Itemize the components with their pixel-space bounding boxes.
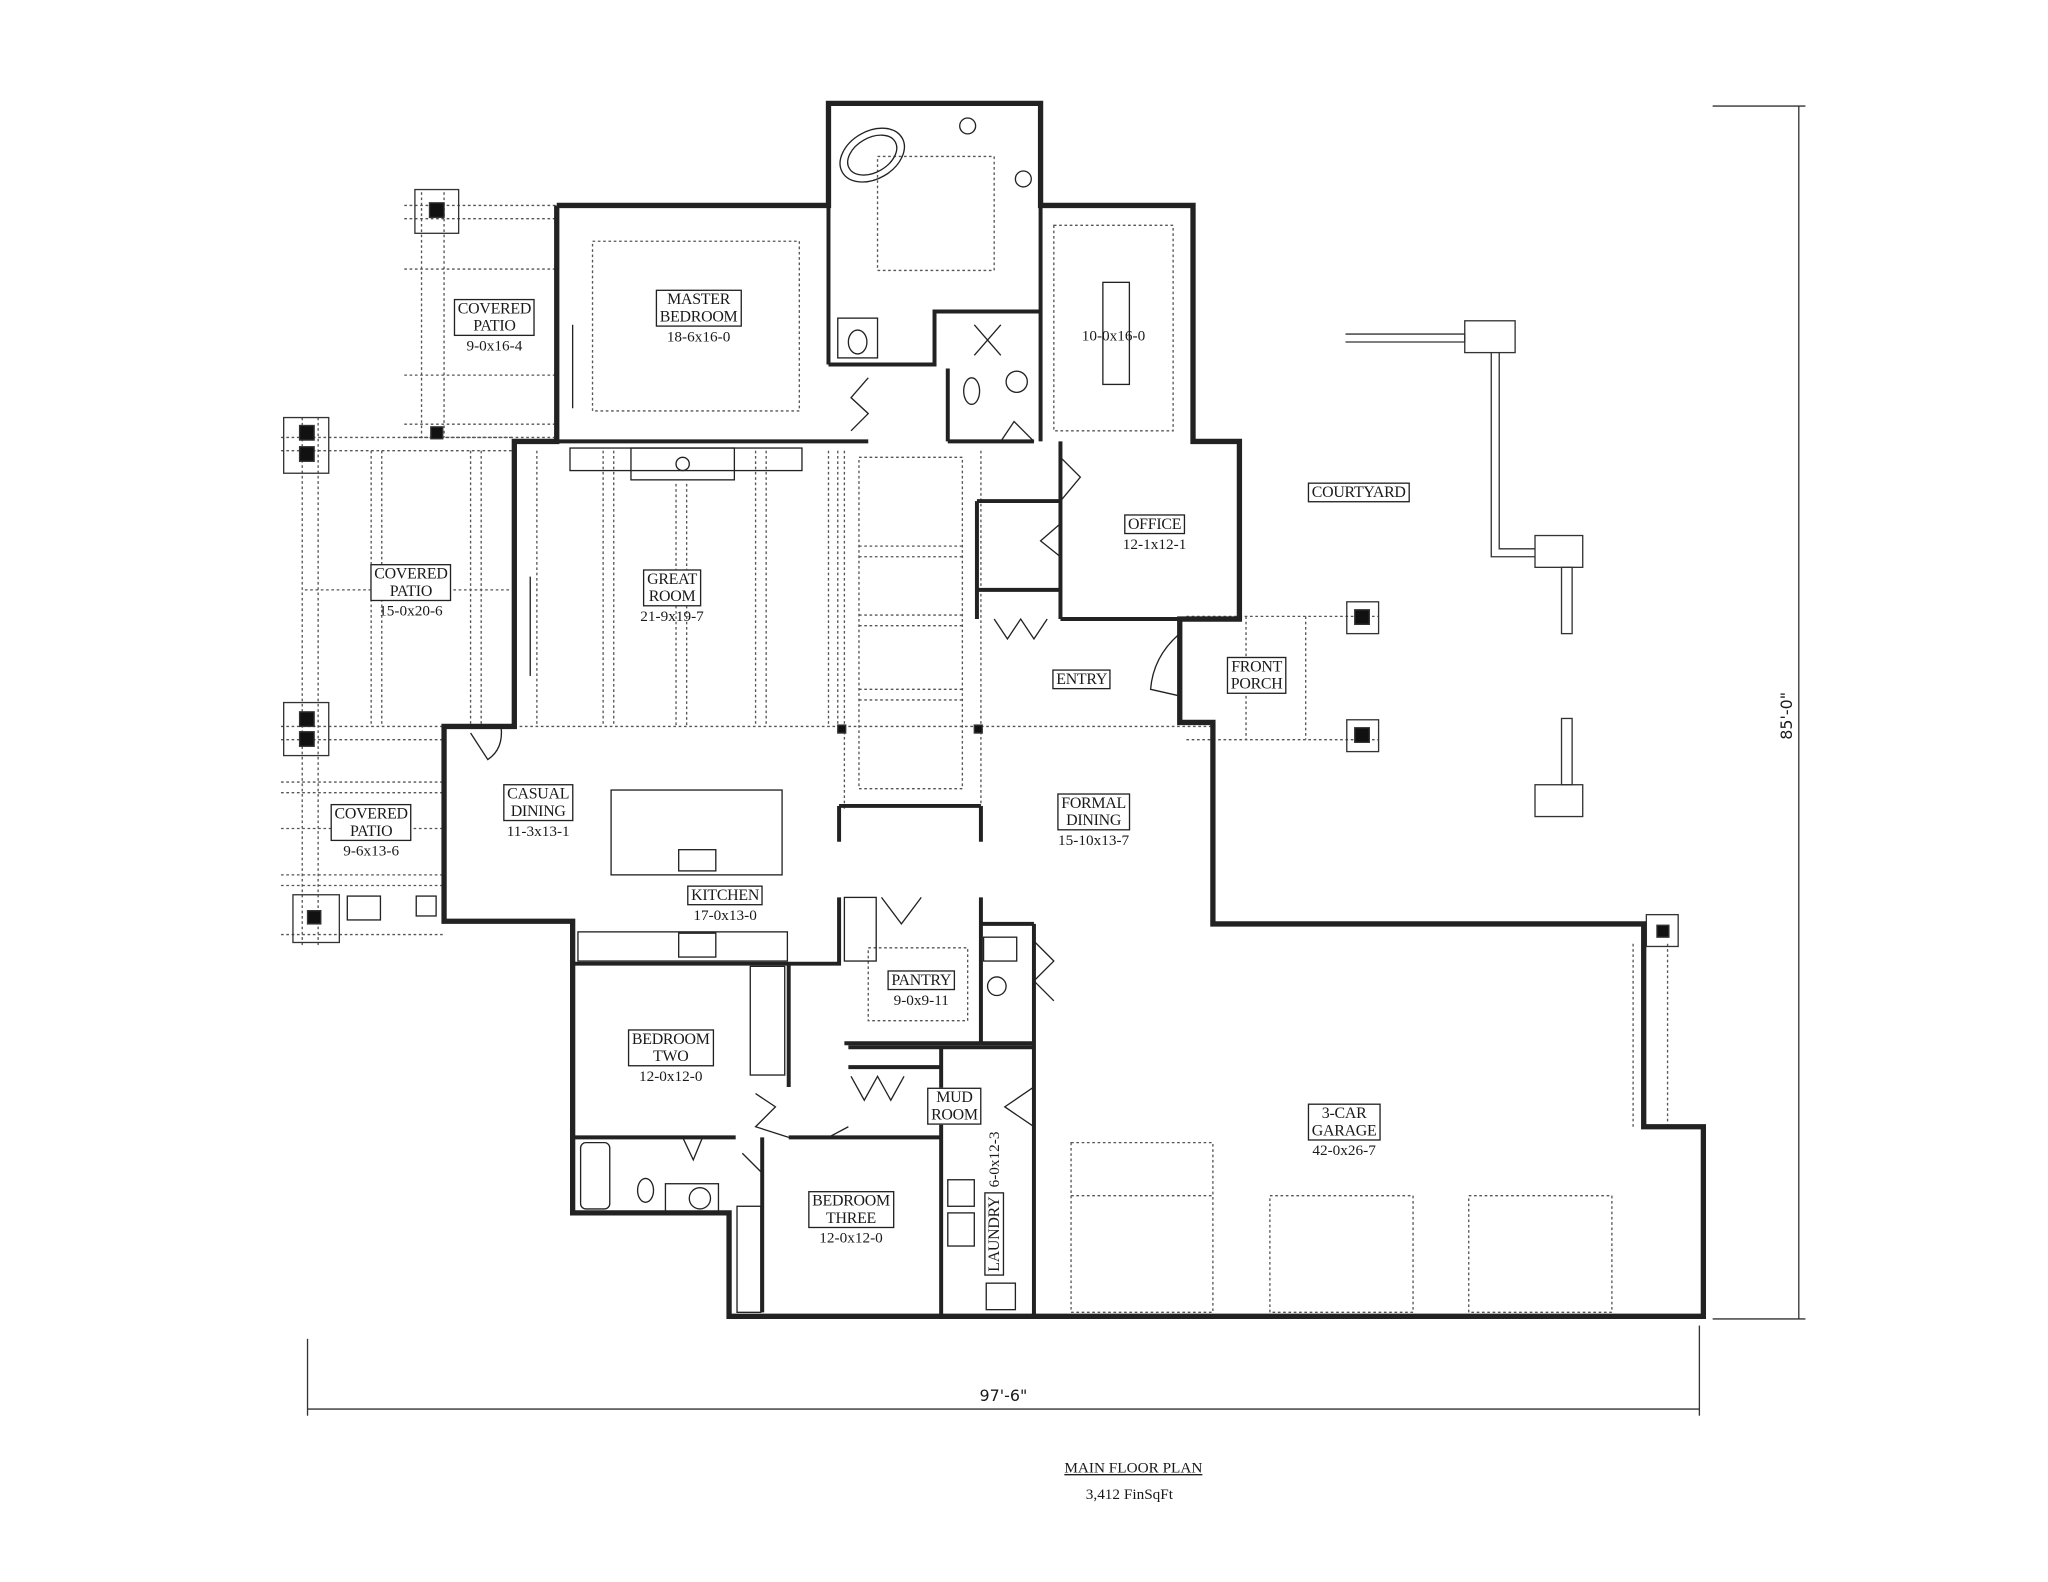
- room-name-line: COVERED: [334, 803, 409, 823]
- room-name: ENTRY: [1052, 669, 1112, 690]
- room-dimensions: 10-0x16-0: [1081, 328, 1146, 345]
- room-name-line: FRONT: [1231, 656, 1283, 676]
- room-label-kitchen: KITCHEN 17-0x13-0: [687, 883, 764, 925]
- room-dimensions: 21-9x19-7: [640, 609, 704, 626]
- room-dimensions: 9-6x13-6: [343, 843, 400, 860]
- overall-depth-dimension: 85'-0": [1777, 691, 1797, 740]
- room-name-line: COURTYARD: [1311, 482, 1406, 502]
- room-name-line: MUD: [936, 1087, 973, 1107]
- plan-title: MAIN FLOOR PLAN: [1064, 1460, 1203, 1477]
- room-name-line: ENTRY: [1056, 669, 1108, 688]
- room-name-line: COVERED: [374, 564, 448, 583]
- room-dimensions: 15-10x13-7: [1058, 833, 1130, 850]
- room-name-line: DINING: [510, 801, 566, 820]
- room-name-line: PANTRY: [891, 970, 952, 989]
- room-dimensions: 12-0x12-0: [638, 1069, 703, 1085]
- room-name-line: GARAGE: [1311, 1120, 1377, 1140]
- room-name-line: PORCH: [1230, 674, 1283, 693]
- room-dimensions: 17-0x13-0: [693, 908, 757, 924]
- room-name-line: PATIO: [350, 821, 393, 840]
- room-name-line: PATIO: [473, 316, 516, 335]
- room-name-line: TWO: [653, 1046, 689, 1066]
- room-name-line: KITCHEN: [691, 885, 760, 905]
- room-name-line: FORMAL: [1061, 793, 1126, 812]
- room-name-line: BEDROOM: [812, 1191, 890, 1210]
- plan-area: 3,412 FinSqFt: [1085, 1487, 1174, 1504]
- courtyard-wall: [1345, 320, 1584, 818]
- room-label-courtyard: COURTYARD: [1307, 480, 1410, 504]
- room-name: PANTRY: [887, 970, 956, 991]
- patio-beams: [281, 155, 1669, 1313]
- room-dimensions: 9-0x16-4: [466, 338, 523, 355]
- room-dimensions: 18-6x16-0: [666, 329, 731, 346]
- overall-width-dimension: 97'-6": [979, 1386, 1028, 1406]
- room-name-line: BEDROOM: [631, 1029, 710, 1048]
- room-name: LAUNDRY: [984, 1192, 1005, 1276]
- room-dimensions: 11-3x13-1: [506, 823, 570, 840]
- room-name-line: BEDROOM: [659, 306, 738, 326]
- room-label-pantry: PANTRY 9-0x9-11: [887, 968, 956, 1010]
- doors: [470, 324, 1181, 1174]
- room-name-line: 3-CAR: [1321, 1103, 1367, 1123]
- room-label-entry: ENTRY: [1052, 667, 1112, 691]
- room-name-line: DINING: [1066, 810, 1122, 830]
- room-dimensions: 9-0x9-11: [893, 992, 949, 1009]
- room-dimensions: 12-0x12-0: [819, 1230, 883, 1247]
- exterior-walls: [441, 100, 1707, 1319]
- room-name-line: PATIO: [389, 581, 433, 600]
- room-name: COURTYARD: [1307, 482, 1410, 503]
- room-label-master-closet: 10-0x16-0: [1082, 327, 1146, 346]
- room-name-line: MASTER: [667, 289, 731, 309]
- room-dimensions: 6-0x12-3: [986, 1131, 1003, 1188]
- room-label-office: OFFICE 12-1x12-1: [1122, 512, 1187, 554]
- fixtures: [346, 117, 1131, 1313]
- room-name-line: THREE: [826, 1208, 876, 1227]
- room-dimensions: 12-1x12-1: [1122, 536, 1187, 553]
- room-name-line: CASUAL: [507, 784, 570, 803]
- room-name: OFFICE: [1123, 514, 1186, 535]
- room-name: KITCHEN: [687, 885, 764, 906]
- dimension-lines: [306, 105, 1806, 1416]
- room-label-laundry: LAUNDRY 6-0x12-3: [984, 1131, 1005, 1276]
- room-name-line: ROOM: [648, 586, 696, 606]
- room-dimensions: 15-0x20-6: [379, 603, 443, 620]
- room-name-line: GREAT: [647, 569, 698, 588]
- room-name-line: ROOM: [931, 1104, 978, 1124]
- interior-walls: [556, 205, 1180, 1317]
- room-name-line: COVERED: [457, 298, 532, 318]
- columns: [283, 188, 1679, 948]
- room-name-line: LAUNDRY: [984, 1196, 1003, 1272]
- room-dimensions: 42-0x26-7: [1312, 1143, 1376, 1160]
- room-name-line: OFFICE: [1127, 514, 1182, 533]
